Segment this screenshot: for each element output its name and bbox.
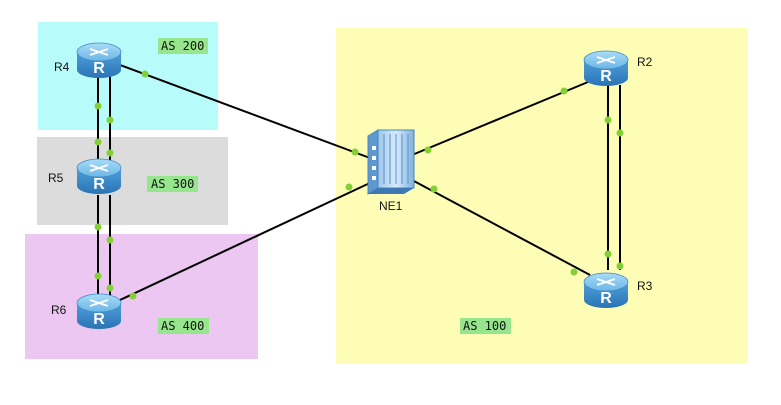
- router-glyph: R: [93, 60, 105, 77]
- router-glyph: R: [93, 176, 105, 193]
- as400-area: [25, 234, 258, 359]
- as100-tag: AS 100: [460, 318, 511, 334]
- router-r3[interactable]: R: [583, 272, 629, 308]
- router-r2[interactable]: R: [583, 50, 629, 86]
- as400-tag: AS 400: [158, 318, 209, 334]
- r5-label: R5: [48, 171, 64, 185]
- link-ne1-r3: [411, 179, 591, 276]
- as100-tag-text: AS 100: [463, 319, 506, 333]
- router-glyph: R: [93, 311, 105, 328]
- link-r6-ne1: [119, 181, 373, 301]
- as400-tag-text: AS 400: [161, 319, 204, 333]
- router-icon: R: [583, 272, 629, 308]
- router-icon: R: [76, 42, 122, 78]
- as300-area: [37, 137, 228, 225]
- r4-label: R4: [54, 60, 70, 74]
- as300-tag: AS 300: [147, 176, 198, 192]
- as100-area: [336, 28, 748, 363]
- as300-tag-text: AS 300: [151, 177, 194, 191]
- router-glyph: R: [600, 290, 612, 307]
- ne1-label: NE1: [379, 199, 403, 213]
- router-r6[interactable]: R: [76, 293, 122, 329]
- router-r4[interactable]: R: [76, 42, 122, 78]
- link-ne1-r2: [411, 81, 589, 156]
- link-endpoints: [94, 70, 624, 300]
- r2-label: R2: [637, 55, 653, 69]
- router-r5[interactable]: R: [76, 158, 122, 194]
- as200-tag-text: AS 200: [161, 39, 204, 53]
- switch-ne1[interactable]: [367, 129, 415, 195]
- as200-tag: AS 200: [158, 38, 208, 54]
- router-icon: R: [76, 158, 122, 194]
- r3-label: R3: [637, 279, 653, 293]
- router-icon: R: [583, 50, 629, 86]
- r6-label: R6: [51, 303, 67, 317]
- switch-chassis-icon: [367, 129, 415, 195]
- link-r4-ne1: [119, 64, 371, 159]
- router-icon: R: [76, 293, 122, 329]
- router-glyph: R: [600, 68, 612, 85]
